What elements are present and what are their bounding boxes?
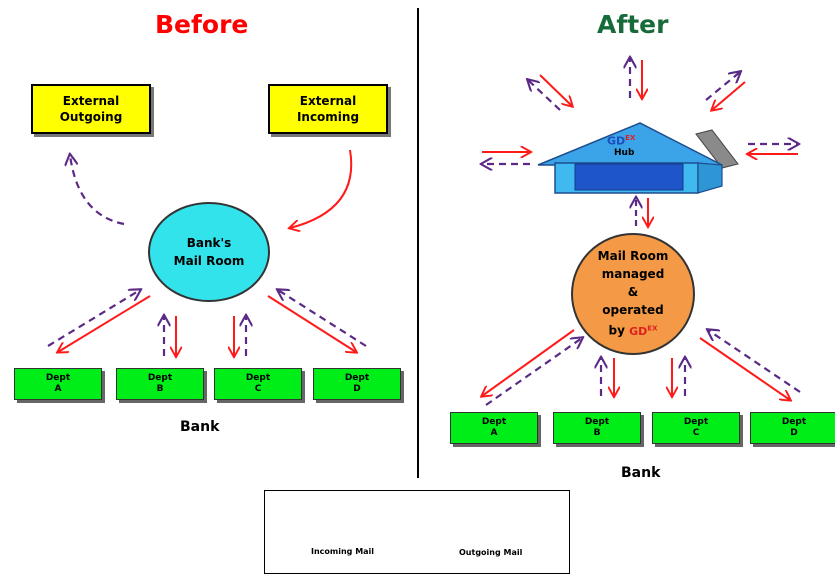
mail-room-line2: managed — [601, 267, 665, 282]
after-hub-top-right-outgoing-arrow — [705, 72, 740, 101]
mail-room-line4: operated — [602, 303, 664, 318]
dept-label: Dept — [344, 373, 370, 383]
before-dept-a-incoming-arrow — [58, 295, 151, 352]
after-bank-label: Bank — [621, 465, 661, 481]
dept-letter: B — [593, 428, 601, 438]
hub-building — [537, 122, 739, 194]
mail-room-line5: by GDEX — [609, 319, 658, 341]
external-incoming-line1: External — [299, 94, 357, 108]
dept-label: Dept — [683, 417, 709, 427]
dept-letter: C — [254, 384, 262, 394]
bank-mail-room-line1: Bank's — [186, 236, 232, 250]
external-incoming-box: External Incoming — [268, 84, 388, 134]
before-incoming-external-arrow — [290, 149, 353, 228]
dept-label: Dept — [481, 417, 507, 427]
after-dept-d: Dept D — [750, 412, 835, 444]
bank-mail-room-circle: Bank's Mail Room — [148, 202, 270, 302]
after-dept-a-incoming-arrow — [482, 329, 575, 396]
mail-room-by: by — [608, 323, 625, 338]
dept-label: Dept — [245, 373, 271, 383]
dept-label: Dept — [781, 417, 807, 427]
after-dept-d-outgoing-arrow — [708, 330, 801, 393]
legend-outgoing-label: Outgoing Mail — [459, 548, 523, 557]
mail-room-line3: & — [627, 285, 639, 300]
after-title: After — [597, 10, 669, 39]
logo-ex: EX — [647, 324, 658, 333]
hub-logo: GDEX — [607, 134, 635, 148]
dept-label: Dept — [584, 417, 610, 427]
after-dept-c: Dept C — [652, 412, 740, 444]
after-dept-a-outgoing-arrow — [485, 338, 582, 406]
after-hub-top-left-outgoing-arrow — [528, 80, 561, 111]
after-dept-b: Dept B — [553, 412, 641, 444]
logo-gd: GD — [607, 134, 626, 148]
external-outgoing-box: External Outgoing — [31, 84, 151, 134]
before-title: Before — [155, 10, 249, 39]
before-outgoing-external-arrow — [70, 155, 125, 226]
external-outgoing-line1: External — [62, 94, 120, 108]
logo-gd: GD — [629, 324, 648, 338]
dept-label: Dept — [147, 373, 173, 383]
dept-label: Dept — [45, 373, 71, 383]
before-bank-label: Bank — [180, 419, 220, 435]
dept-letter: D — [790, 428, 798, 438]
after-dept-a: Dept A — [450, 412, 538, 444]
before-dept-a-outgoing-arrow — [47, 290, 140, 347]
hub-label: Hub — [614, 148, 635, 158]
dept-letter: A — [490, 428, 498, 438]
before-dept-b: Dept B — [116, 368, 204, 400]
external-outgoing-line2: Outgoing — [59, 110, 123, 124]
legend-incoming-label: Incoming Mail — [311, 547, 375, 556]
logo-ex: EX — [625, 134, 636, 142]
before-dept-d: Dept D — [313, 368, 401, 400]
legend-box — [264, 490, 570, 574]
after-hub-top-right-incoming-arrow — [712, 81, 746, 110]
after-mail-room-circle: Mail Room managed & operated by GDEX — [571, 233, 695, 355]
external-incoming-line2: Incoming — [296, 110, 360, 124]
after-dept-d-incoming-arrow — [699, 337, 790, 400]
section-divider — [417, 8, 419, 478]
bank-mail-room-line2: Mail Room — [173, 254, 245, 268]
before-dept-c: Dept C — [214, 368, 302, 400]
mail-room-line1: Mail Room — [597, 249, 669, 264]
dept-letter: B — [156, 384, 164, 394]
before-dept-d-outgoing-arrow — [278, 290, 367, 347]
mail-room-logo: GDEX — [629, 324, 658, 338]
dept-letter: D — [353, 384, 361, 394]
before-dept-a: Dept A — [14, 368, 102, 400]
before-dept-d-incoming-arrow — [267, 295, 356, 352]
after-hub-top-left-incoming-arrow — [539, 74, 572, 106]
dept-letter: C — [692, 428, 700, 438]
dept-letter: A — [54, 384, 62, 394]
